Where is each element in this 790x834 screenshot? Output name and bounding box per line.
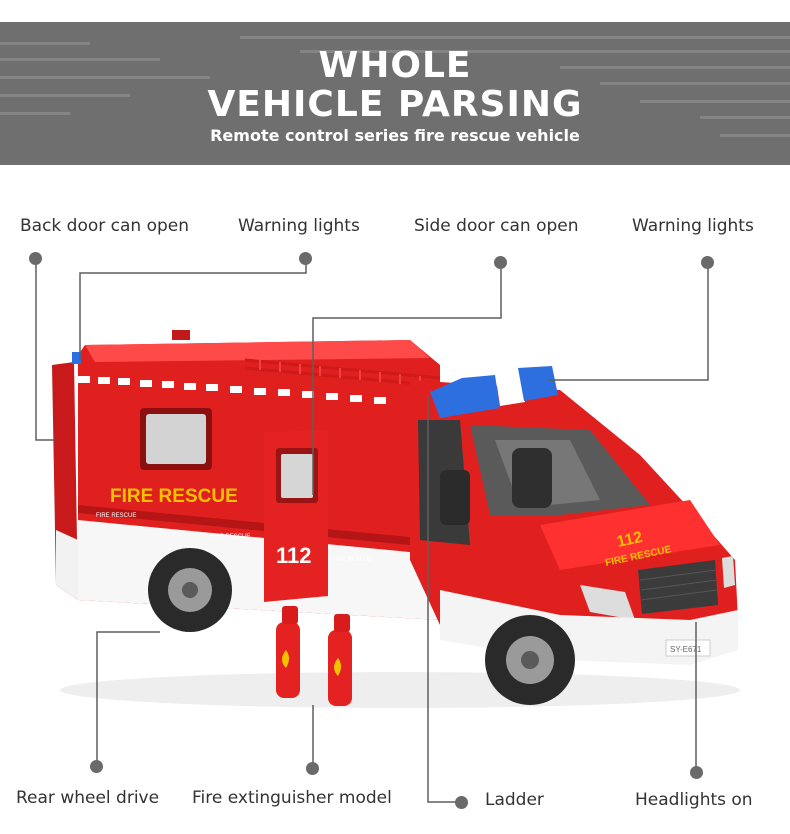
- callout-side-door: Side door can open: [414, 216, 579, 236]
- callout-extinguisher: Fire extinguisher model: [192, 788, 392, 808]
- callout-dot-side-door: [494, 256, 507, 269]
- door-number: 112: [276, 543, 312, 568]
- callout-dot-ladder: [455, 796, 468, 809]
- banner-subtitle: Remote control series fire rescue vehicl…: [210, 126, 580, 145]
- banner-title-line2: VEHICLE PARSING: [207, 84, 583, 125]
- callout-back-door: Back door can open: [20, 216, 190, 236]
- callout-dot-back-door: [29, 252, 42, 265]
- callout-warning-lights-front: Warning lights: [632, 216, 754, 236]
- rear-body: FIRE RESCUE FIRE RESCUE FIRE RESCUE FIRE…: [78, 330, 441, 620]
- license-plate: SY-E671: [670, 645, 702, 654]
- ground-shadow: [60, 672, 740, 708]
- callout-dot-rear-wheel: [90, 760, 103, 773]
- side-door: 112: [264, 430, 328, 602]
- front-wheel: [485, 615, 575, 705]
- header-banner: WHOLE VEHICLE PARSING Remote control ser…: [0, 22, 790, 165]
- fire-rescue-side-text: FIRE RESCUE: [110, 486, 238, 507]
- fire-rescue-small-text-2: FIRE RESCUE: [210, 534, 250, 540]
- callout-rear-wheel: Rear wheel drive: [16, 788, 160, 808]
- callout-headlights: Headlights on: [635, 790, 753, 810]
- hood-number: 112: [615, 529, 644, 551]
- callout-ladder: Ladder: [485, 790, 544, 810]
- callout-dot-headlights: [690, 766, 703, 779]
- fire-extinguisher-1: [276, 606, 300, 698]
- fire-extinguisher-2: [328, 614, 352, 706]
- fire-rescue-small-text-1: FIRE RESCUE: [96, 513, 136, 519]
- callout-dot-warning-lights-front: [701, 256, 714, 269]
- back-door: [52, 362, 78, 600]
- callout-dot-extinguisher: [306, 762, 319, 775]
- banner-title-line1: WHOLE: [318, 45, 472, 86]
- fire-rescue-small-text-3: FIRE RESCUE: [332, 557, 372, 563]
- warning-light-bar: [72, 352, 558, 418]
- grille: [638, 560, 718, 614]
- headlight: [580, 585, 635, 620]
- cab: 112 FIRE RESCUE SY-E671: [410, 380, 738, 665]
- rear-wheel: [148, 548, 232, 632]
- callout-dot-warning-lights-rear: [299, 252, 312, 265]
- callout-lines: [35, 258, 709, 803]
- callout-warning-lights-rear: Warning lights: [238, 216, 360, 236]
